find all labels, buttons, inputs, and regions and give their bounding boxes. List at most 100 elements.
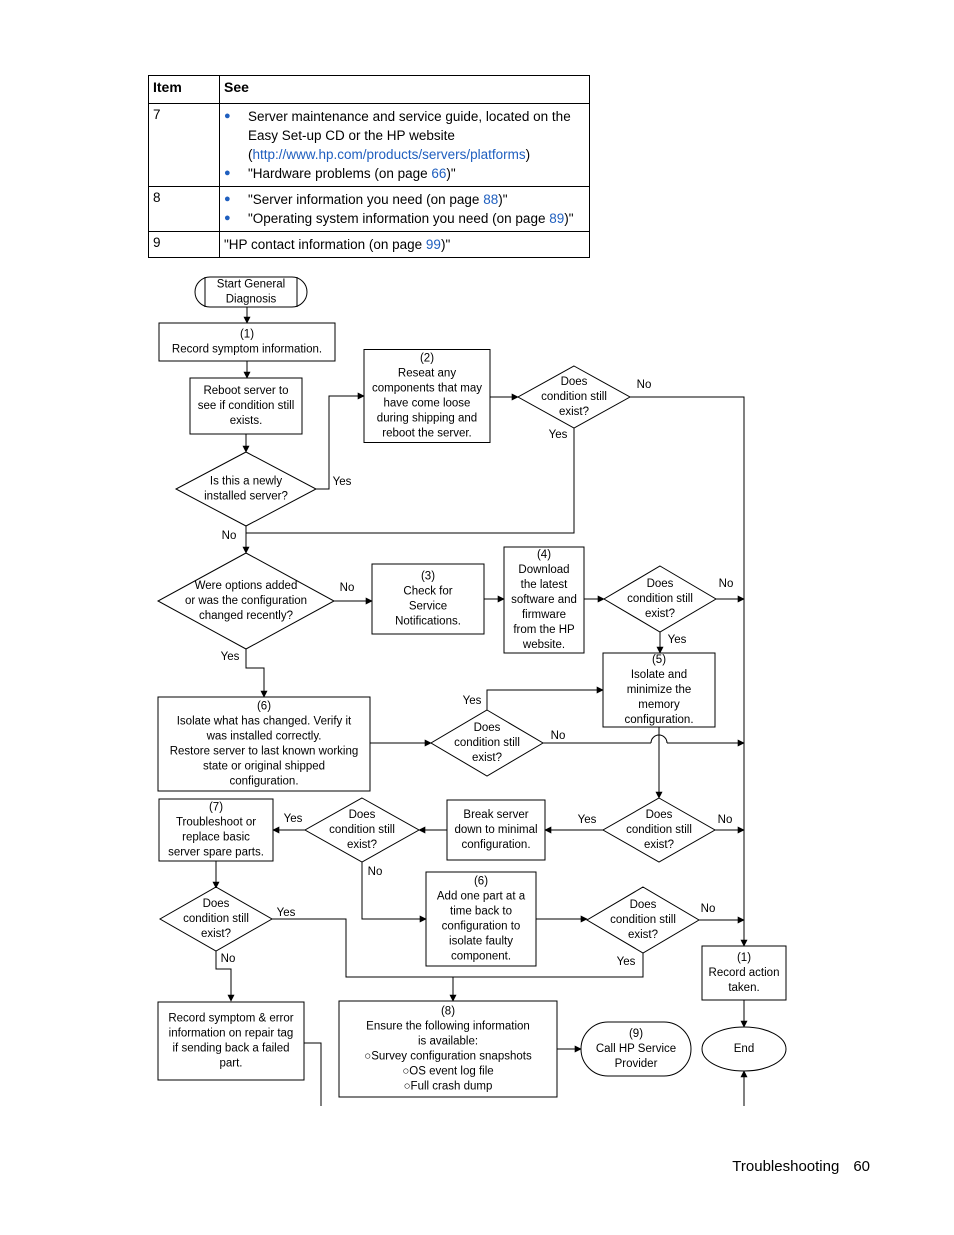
flow-node-label: or was the configuration [185,595,307,607]
flow-connector [486,686,604,710]
flow-node-label: replace basic [182,832,250,844]
bullet-icon: ● [224,193,231,205]
flow-node-dec-add [586,886,700,954]
yes-label: Yes [463,695,482,707]
flow-node-label: Notifications. [395,616,461,628]
flow-node-label: Service [409,601,447,613]
reference-text: )" [564,211,574,226]
flow-node-label: (1) [240,329,254,341]
flow-node-label: was installed correctly. [206,731,322,743]
flow-node-dec-options [156,552,336,650]
flow-node-break-server [446,799,546,861]
flow-node-label: during shipping and [377,413,477,425]
yes-label: Yes [668,634,687,646]
yes-label: Yes [284,813,303,825]
flow-node-label: Does [349,809,376,821]
flow-node-label: down to minimal [454,824,537,836]
flow-connector [215,951,235,1002]
hp-website-link[interactable]: http://www.hp.com/products/servers/platf… [252,147,526,162]
flow-node-label: Does [561,376,588,388]
flow-node-label: exists. [230,415,263,427]
flow-node-label: exist? [645,608,675,620]
flow-node-label: memory [638,699,680,711]
flow-node-record-error [157,1001,305,1081]
flow-node-label: Is this a newly [210,476,282,488]
section-name: Troubleshooting [732,1158,840,1175]
flow-node-record-action [701,945,787,1001]
flow-node-label: Does [474,722,501,734]
flow-node-label: Call HP Service [596,1043,676,1055]
flow-node-isolate-change [157,696,371,792]
page-link[interactable]: 99 [425,237,441,252]
flow-node-check-notif [371,563,485,635]
flow-node-add-part [425,871,537,967]
page-link[interactable]: 66 [431,166,447,181]
flow-node-call-hp [580,1021,692,1077]
no-label: No [221,953,236,965]
flow-node-label: taken. [728,982,759,994]
flow-node-label: ○OS event log file [402,1066,493,1078]
reference-text: ) [525,147,531,162]
flow-node-label: minimize the [627,684,692,696]
flow-node-label: condition still [626,824,692,836]
flow-node-label: configuration to [442,921,521,933]
flow-node-label: (3) [421,571,435,583]
list-item: ● "Operating system information you need… [224,209,585,228]
line-crossing-hop [650,734,668,744]
flow-node-label: condition still [627,593,693,605]
flow-node-dec-trouble [303,797,421,863]
flow-node-label: Record action [709,967,780,979]
flow-node-label: Does [646,809,673,821]
page-number: 60 [853,1158,870,1175]
flow-node-record-symptom [158,322,336,362]
flow-node-label: software and [511,594,577,606]
flow-node-label: condition still [541,391,607,403]
flow-node-label: ○Survey configuration snapshots [364,1051,532,1063]
flow-node-label: Record symptom information. [172,344,322,356]
column-header-item: Item [148,75,220,104]
flow-node-label: condition still [454,737,520,749]
yes-label: Yes [578,814,597,826]
no-label: No [718,814,733,826]
flow-node-label: (7) [209,802,223,814]
flow-node-label: condition still [610,914,676,926]
flow-node-end [701,1026,787,1072]
reference-text: "Hardware problems (on page [248,166,432,181]
list-item: ● "Hardware problems (on page 66)" [224,164,585,183]
page-link[interactable]: 88 [483,192,499,207]
flow-node-label: Does [630,899,657,911]
flow-node-dec-isolate [430,709,544,777]
reference-text: "Operating system information you need (… [248,211,550,226]
flow-node-label: have come loose [384,398,471,410]
reference-text: Server maintenance and service guide, lo… [248,109,571,162]
item-number: 9 [148,231,220,258]
flow-node-download [503,546,585,654]
yes-label: Yes [617,956,636,968]
flow-node-label: Ensure the following information [366,1021,530,1033]
flow-node-reboot [189,377,303,435]
flow-node-dec-spare [158,886,274,952]
flow-node-label: Were options added [195,580,298,592]
flow-node-label: time back to [450,906,512,918]
flow-connector [272,918,644,978]
flow-connector [630,396,748,947]
flow-node-label: Check for [403,586,452,598]
no-label: No [701,903,716,915]
flow-node-start [194,276,308,308]
flow-node-label: Troubleshoot or [176,817,256,829]
bullet-icon: ● [224,110,231,122]
table-row: 8 ● "Server information you need (on pag… [148,186,590,232]
column-header-see: See [219,75,590,104]
yes-label: Yes [549,429,568,441]
flow-node-label: exist? [472,752,502,764]
no-label: No [222,530,237,542]
flow-node-label: End [734,1043,754,1055]
page-link[interactable]: 89 [549,211,565,226]
flow-node-label: Reseat any [398,368,456,380]
reference-text: )" [446,166,456,181]
item-number: 8 [148,186,220,232]
reference-text: )" [498,192,508,207]
flow-node-ensure-info [338,1000,558,1098]
flow-node-label: Does [647,578,674,590]
